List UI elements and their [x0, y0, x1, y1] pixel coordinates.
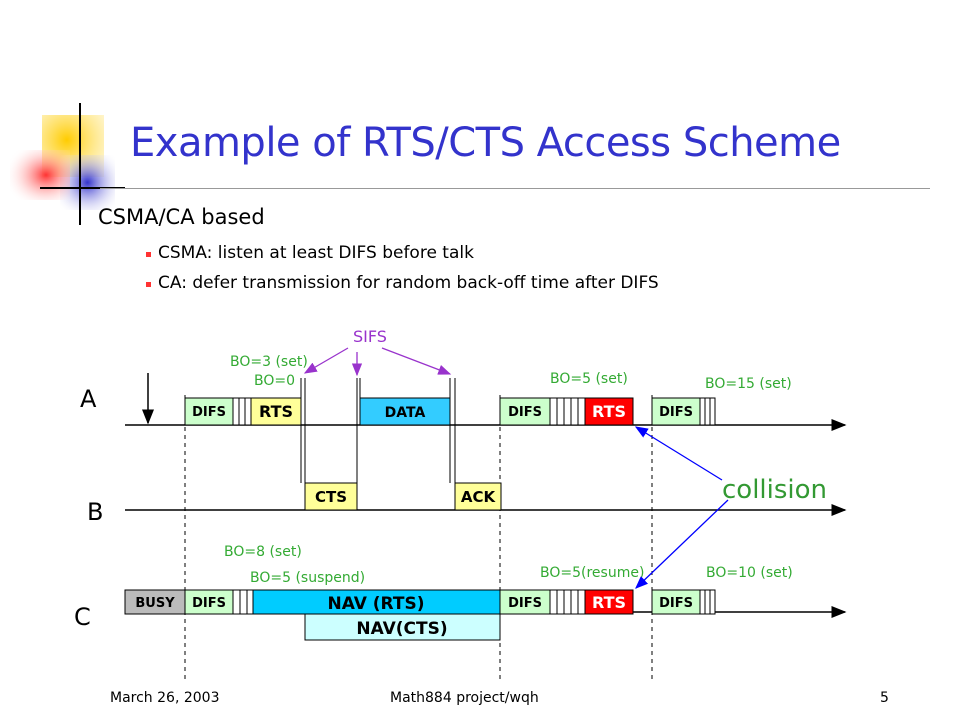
- collision-label: collision: [722, 475, 827, 505]
- nav-cts-label: NAV(CTS): [356, 619, 447, 639]
- backoff-slots-a3: [699, 397, 716, 426]
- rts-frame-a1: [250, 397, 302, 426]
- sub-bullet-ca-text: CA: defer transmission for random back-o…: [158, 273, 659, 293]
- difs-frame-c3: [651, 589, 701, 615]
- data-label: DATA: [385, 405, 426, 421]
- annotation-c-bo8-set: BO=8 (set): [224, 544, 302, 560]
- difs-frame-a2: [499, 397, 551, 426]
- sub-bullet-ca: CA: defer transmission for random back-o…: [146, 273, 659, 293]
- bullet-square-icon: [146, 282, 151, 287]
- rts-label: RTS: [592, 593, 626, 612]
- row-c-frames: BUSY DIFS NAV (RTS) NAV(CTS) DIFS RTS DI…: [124, 589, 716, 641]
- bullet-square-icon: [146, 252, 151, 257]
- annotation-a-bo15-set: BO=15 (set): [705, 376, 792, 392]
- difs-label: DIFS: [192, 405, 226, 420]
- station-label-c: C: [74, 603, 91, 631]
- rts-label: RTS: [259, 402, 293, 421]
- ack-label: ACK: [461, 488, 497, 506]
- station-label-b: B: [87, 498, 103, 526]
- nav-rts-frame-c: [252, 589, 501, 615]
- difs-frame-c1: [184, 589, 234, 615]
- footer-date: March 26, 2003: [110, 690, 220, 706]
- row-b-frames: CTS ACK: [304, 482, 502, 511]
- logo-decoration: [10, 103, 125, 225]
- row-a-frames: DIFS RTS DATA DIFS RTS DIFS: [184, 397, 716, 426]
- backoff-slots-c3: [699, 589, 716, 615]
- sifs-boundaries: [300, 378, 456, 510]
- difs-label: DIFS: [659, 596, 693, 611]
- annotation-a-bo3-set: BO=3 (set): [230, 354, 308, 370]
- slide-title: Example of RTS/CTS Access Scheme: [130, 120, 841, 166]
- cts-frame-b: [304, 482, 358, 511]
- sifs-arrows: [303, 347, 452, 377]
- nav-rts-label: NAV (RTS): [327, 594, 424, 614]
- annotation-c-bo5-resume: BO=5(resume): [540, 565, 644, 581]
- backoff-slots-a2: [549, 397, 586, 426]
- rts-frame-c-collision: [584, 589, 634, 615]
- cts-label: CTS: [315, 488, 347, 506]
- difs-label: DIFS: [659, 405, 693, 420]
- annotation-a-bo0: BO=0: [254, 373, 295, 389]
- busy-label: BUSY: [135, 596, 175, 611]
- footer-page-number: 5: [880, 690, 889, 706]
- backoff-slots-c1: [232, 589, 254, 615]
- nav-cts-frame-c: [304, 613, 501, 641]
- bullet-csma-ca: CSMA/CA based: [98, 205, 265, 229]
- difs-label: DIFS: [192, 596, 226, 611]
- difs-label: DIFS: [508, 405, 542, 420]
- collision-arrows: [634, 426, 729, 589]
- difs-label: DIFS: [508, 596, 542, 611]
- backoff-annotations: BO=3 (set) BO=0 BO=5 (set) BO=15 (set) B…: [224, 354, 793, 586]
- rts-frame-a2-collision: [584, 397, 634, 426]
- sub-bullet-csma: CSMA: listen at least DIFS before talk: [146, 243, 474, 263]
- ack-frame-b: [454, 482, 502, 511]
- station-label-a: A: [80, 385, 97, 413]
- annotation-c-bo5-suspend: BO=5 (suspend): [250, 570, 365, 586]
- title-divider: [100, 188, 930, 189]
- footer-center: Math884 project/wqh: [390, 690, 539, 706]
- rts-label: RTS: [592, 402, 626, 421]
- difs-frame-a3: [651, 397, 701, 426]
- sub-bullet-csma-text: CSMA: listen at least DIFS before talk: [158, 243, 474, 263]
- backoff-slots-c2: [549, 589, 586, 615]
- annotation-a-bo5-set: BO=5 (set): [550, 371, 628, 387]
- backoff-slots-a1: [232, 397, 252, 426]
- annotation-c-bo10-set: BO=10 (set): [706, 565, 793, 581]
- difs-frame-c2: [499, 589, 551, 615]
- sifs-annotation: SIFS: [353, 327, 387, 346]
- busy-frame-c: [124, 589, 186, 615]
